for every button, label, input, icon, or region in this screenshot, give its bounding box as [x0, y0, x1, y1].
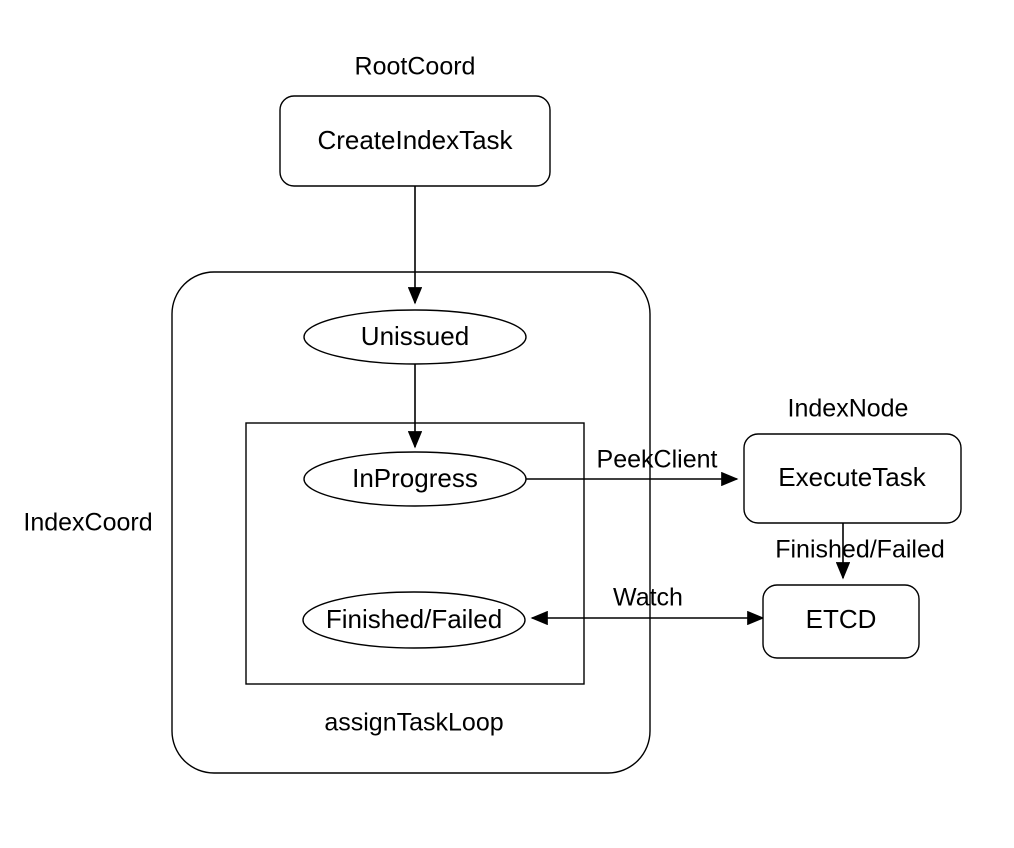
node-finished-failed-state[interactable]	[302, 591, 526, 649]
group-label-rootcoord: RootCoord	[355, 53, 476, 81]
node-unissued[interactable]	[303, 309, 527, 365]
group-label-indexnode: IndexNode	[788, 395, 909, 423]
node-label-create-index-task: CreateIndexTask	[317, 125, 513, 155]
node-label-unissued: Unissued	[361, 321, 469, 351]
node-label-finished-failed-state: Finished/Failed	[326, 604, 502, 634]
edge-label-watch: Watch	[613, 584, 683, 612]
edge-label-peek-client: PeekClient	[597, 446, 718, 474]
node-create-index-task[interactable]	[279, 95, 551, 187]
node-execute-task[interactable]	[743, 433, 962, 524]
node-label-etcd: ETCD	[806, 604, 877, 634]
edge-label-finished-failed: Finished/Failed	[775, 536, 945, 564]
node-label-in-progress: InProgress	[352, 463, 478, 493]
node-etcd[interactable]	[762, 584, 920, 659]
group-label-assigntaskloop: assignTaskLoop	[324, 709, 503, 737]
group-label-indexcoord: IndexCoord	[23, 509, 152, 537]
node-label-execute-task: ExecuteTask	[778, 462, 926, 492]
node-in-progress[interactable]	[303, 451, 527, 507]
